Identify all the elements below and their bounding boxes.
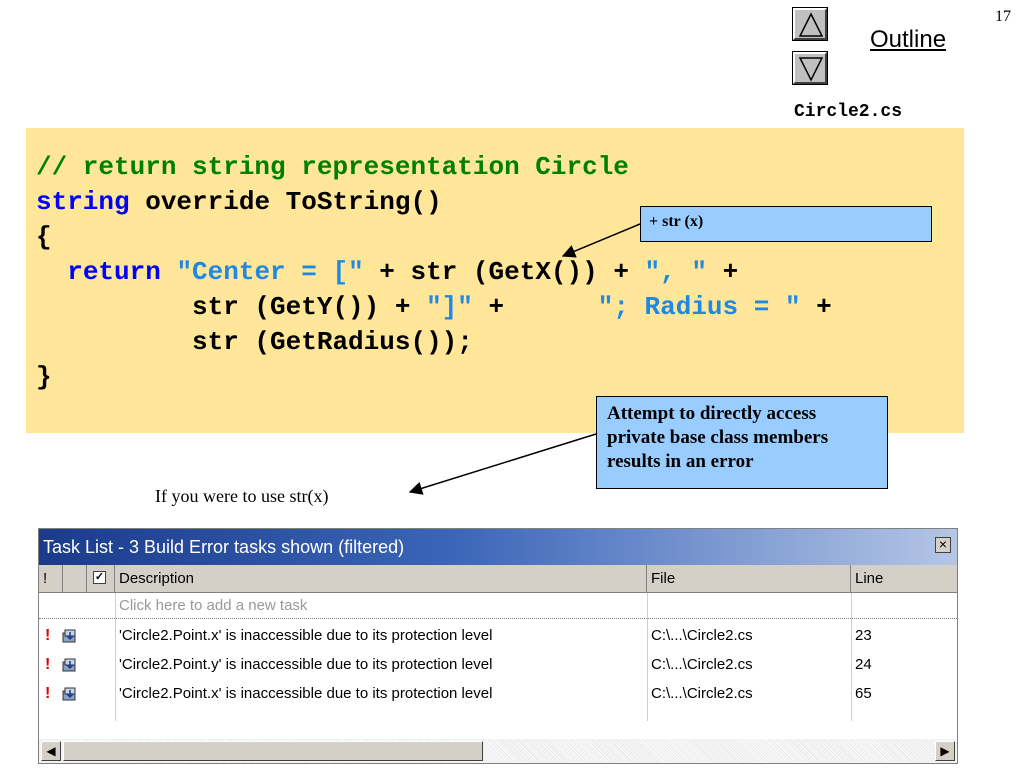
task-description: 'Circle2.Point.x' is inaccessible due to… bbox=[119, 685, 493, 702]
code-string: "Center = [" bbox=[160, 257, 364, 287]
task-row[interactable]: ! 'Circle2.Point.x' is inaccessible due … bbox=[39, 679, 957, 708]
task-list-header: ! ✓ Description File Line bbox=[39, 565, 957, 593]
code-text: } bbox=[36, 362, 52, 392]
code-string: ", " bbox=[644, 257, 707, 287]
task-description: 'Circle2.Point.x' is inaccessible due to… bbox=[119, 627, 493, 644]
code-text: override ToString() bbox=[129, 187, 442, 217]
task-line: 23 bbox=[855, 627, 872, 644]
column-divider bbox=[115, 593, 116, 721]
column-file[interactable]: File bbox=[647, 565, 851, 592]
next-slide-button[interactable] bbox=[792, 51, 828, 85]
scroll-right-button[interactable]: ▶ bbox=[935, 741, 955, 761]
column-priority[interactable]: ! bbox=[39, 565, 63, 592]
usage-note-arrow bbox=[408, 433, 597, 495]
page-number: 17 bbox=[995, 8, 1011, 25]
column-checked[interactable]: ✓ bbox=[87, 565, 115, 592]
scroll-thumb[interactable] bbox=[63, 741, 483, 761]
code-listing: // return string representation Circle s… bbox=[36, 150, 832, 395]
build-error-icon bbox=[62, 629, 76, 643]
task-list-window: Task List - 3 Build Error tasks shown (f… bbox=[38, 528, 958, 764]
code-text: str (GetRadius()); bbox=[36, 327, 473, 357]
error-marker-icon: ! bbox=[45, 656, 51, 673]
new-task-placeholder: Click here to add a new task bbox=[119, 597, 308, 614]
task-file: C:\...\Circle2.cs bbox=[651, 685, 753, 702]
task-file: C:\...\Circle2.cs bbox=[651, 656, 753, 673]
previous-slide-button[interactable] bbox=[792, 7, 828, 41]
outline-link[interactable]: Outline bbox=[870, 26, 947, 53]
task-line: 65 bbox=[855, 685, 872, 702]
code-text: str (GetY()) + bbox=[36, 292, 427, 322]
triangle-up-icon bbox=[798, 12, 824, 37]
code-text: + bbox=[706, 257, 739, 287]
build-error-icon bbox=[62, 687, 76, 701]
horizontal-scrollbar[interactable]: ◀ ▶ bbox=[39, 739, 957, 763]
error-marker-icon: ! bbox=[45, 685, 51, 702]
code-keyword: string bbox=[36, 187, 130, 217]
column-description[interactable]: Description bbox=[115, 565, 647, 592]
code-text: + str (GetX()) + bbox=[363, 257, 645, 287]
code-text: + bbox=[800, 292, 832, 322]
task-list-title: Task List - 3 Build Error tasks shown (f… bbox=[39, 529, 957, 565]
code-text: + bbox=[472, 292, 598, 322]
checkbox-icon: ✓ bbox=[93, 571, 106, 584]
new-task-row[interactable]: Click here to add a new task bbox=[39, 593, 957, 619]
close-button[interactable]: × bbox=[935, 537, 951, 553]
task-description: 'Circle2.Point.y' is inaccessible due to… bbox=[119, 656, 493, 673]
error-callout: Attempt to directly access private base … bbox=[596, 396, 888, 489]
task-file: C:\...\Circle2.cs bbox=[651, 627, 753, 644]
column-divider bbox=[851, 593, 852, 721]
str-usage-note: If you were to use str(x) bbox=[155, 486, 329, 506]
column-category[interactable] bbox=[63, 565, 87, 592]
task-row[interactable]: ! 'Circle2.Point.y' is inaccessible due … bbox=[39, 650, 957, 679]
code-panel bbox=[26, 128, 964, 433]
file-label: Circle2.cs bbox=[794, 102, 903, 122]
build-error-icon bbox=[62, 658, 76, 672]
task-line: 24 bbox=[855, 656, 872, 673]
code-string: "]" bbox=[426, 292, 473, 322]
code-string: "; Radius = " bbox=[597, 292, 801, 322]
code-comment: // return string representation Circle bbox=[36, 152, 629, 182]
code-text: { bbox=[36, 222, 52, 252]
triangle-down-icon bbox=[798, 57, 824, 82]
column-line[interactable]: Line bbox=[855, 570, 884, 587]
str-callout-arrow bbox=[561, 223, 641, 258]
code-keyword: return bbox=[67, 257, 161, 287]
task-row[interactable]: ! 'Circle2.Point.x' is inaccessible due … bbox=[39, 621, 957, 650]
error-marker-icon: ! bbox=[45, 627, 51, 644]
column-divider bbox=[647, 593, 648, 721]
str-callout: + str (x) bbox=[640, 206, 932, 242]
scroll-left-button[interactable]: ◀ bbox=[41, 741, 61, 761]
